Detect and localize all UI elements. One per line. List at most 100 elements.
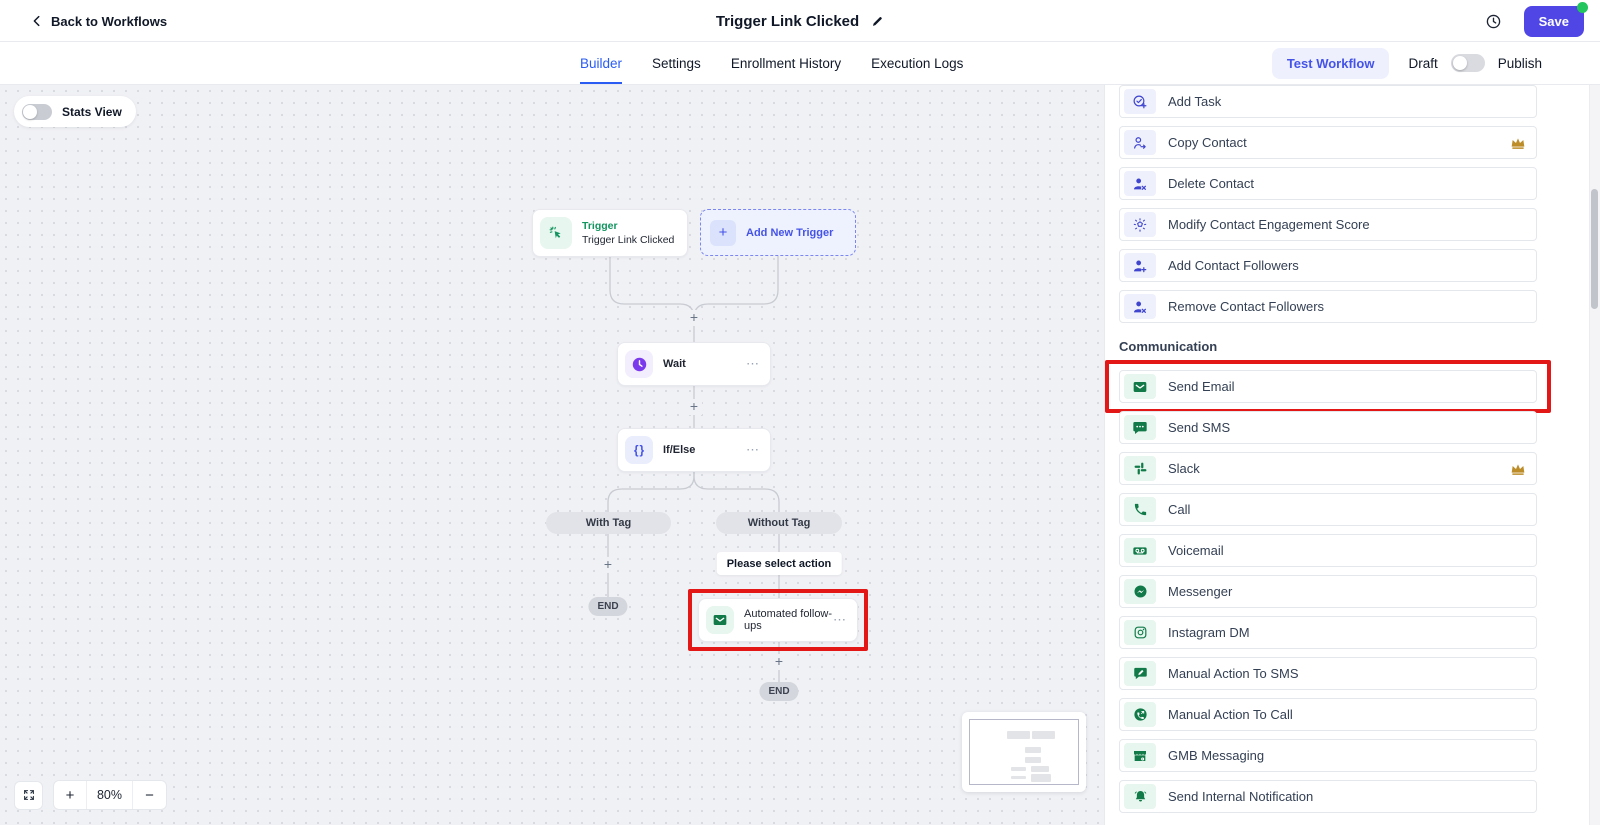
page-title: Trigger Link Clicked (715, 12, 860, 30)
if-else-node[interactable]: { } If/Else ⋯ (617, 428, 771, 472)
trigger-node[interactable]: Trigger Trigger Link Clicked (532, 209, 688, 257)
actions-sidebar: Add Task Copy Contact Delete Contact Mod… (1104, 85, 1600, 825)
scrollbar-thumb[interactable] (1591, 189, 1598, 309)
action-send-email[interactable]: Send Email (1119, 370, 1537, 403)
plus-icon: + (710, 219, 736, 246)
unsaved-status-dot (1577, 1, 1588, 13)
braces-icon: { } (625, 436, 653, 464)
connector-lines (607, 256, 780, 683)
section-title-communication: Communication (1119, 339, 1218, 354)
add-follower-icon (1124, 253, 1156, 278)
add-new-trigger-label: Add New Trigger (746, 226, 834, 239)
engagement-score-icon (1124, 212, 1156, 237)
minimap-viewport (969, 719, 1079, 785)
draft-label: Draft (1408, 55, 1438, 71)
tab-enrollment-history[interactable]: Enrollment History (730, 55, 842, 71)
mail-icon (706, 606, 734, 634)
trigger-title: Trigger Link Clicked (582, 234, 675, 246)
save-button[interactable]: Save (1523, 1, 1588, 37)
tab-bar: Builder Settings Enrollment History Exec… (580, 42, 963, 84)
sms-bubble-icon (1124, 415, 1156, 440)
highlight-box-send-email: Send Email (1105, 360, 1551, 413)
action-gmb-messaging[interactable]: GMB Messaging (1119, 739, 1537, 772)
more-options-icon[interactable]: ⋯ (833, 612, 847, 627)
action-slack[interactable]: Slack (1119, 452, 1537, 485)
end-badge: END (759, 682, 799, 701)
action-manual-sms[interactable]: Manual Action To SMS (1119, 657, 1537, 690)
branch-without-tag[interactable]: Without Tag (716, 512, 842, 534)
copy-contact-icon (1124, 130, 1156, 155)
fit-view-button[interactable] (14, 780, 43, 810)
sidebar-scrollbar[interactable] (1589, 85, 1600, 825)
storefront-icon (1124, 743, 1156, 768)
minimap[interactable] (962, 712, 1086, 792)
publish-toggle[interactable] (1450, 54, 1485, 72)
remove-follower-icon (1124, 294, 1156, 319)
workflow-canvas[interactable]: Stats View Trigger Trigger Link Clicked … (0, 85, 1104, 825)
action-messenger[interactable]: Messenger (1119, 575, 1537, 608)
delete-contact-icon (1124, 171, 1156, 196)
back-to-workflows-button[interactable]: Back to Workflows (30, 0, 167, 42)
mail-icon (1124, 374, 1156, 399)
add-step-button[interactable]: + (686, 310, 702, 326)
action-add-contact-followers[interactable]: Add Contact Followers (1119, 249, 1537, 282)
zoom-level: 80% (87, 781, 133, 809)
action-remove-contact-followers[interactable]: Remove Contact Followers (1119, 290, 1537, 323)
premium-crown-icon (1510, 136, 1526, 150)
tab-execution-logs[interactable]: Execution Logs (871, 55, 964, 71)
back-label: Back to Workflows (51, 13, 168, 29)
action-add-task[interactable]: Add Task (1119, 85, 1537, 118)
sub-header: Builder Settings Enrollment History Exec… (0, 42, 1600, 85)
bell-icon (1124, 784, 1156, 809)
expand-icon (22, 788, 36, 802)
branch-with-tag[interactable]: With Tag (546, 512, 671, 534)
if-else-node-label: If/Else (663, 444, 696, 456)
trigger-badge: Trigger (582, 219, 618, 232)
stats-view-label: Stats View (62, 104, 122, 119)
action-instagram-dm[interactable]: Instagram DM (1119, 616, 1537, 649)
end-badge: END (588, 597, 628, 616)
more-options-icon[interactable]: ⋯ (746, 356, 760, 371)
slack-icon (1124, 456, 1156, 481)
clock-icon (625, 350, 653, 378)
add-step-button[interactable]: + (771, 654, 787, 670)
manual-sms-icon (1124, 661, 1156, 686)
automated-followups-node[interactable]: Automated follow-ups ⋯ (698, 598, 858, 642)
tab-builder[interactable]: Builder (580, 42, 623, 84)
task-check-plus-icon (1124, 89, 1156, 114)
publish-label: Publish (1497, 55, 1542, 71)
phone-icon (1124, 497, 1156, 522)
action-voicemail[interactable]: Voicemail (1119, 534, 1537, 567)
action-call[interactable]: Call (1119, 493, 1537, 526)
history-clock-icon[interactable] (1485, 13, 1502, 30)
zoom-out-button[interactable]: − (145, 786, 154, 804)
chevron-left-icon (30, 14, 44, 28)
premium-crown-icon (1510, 462, 1526, 476)
add-new-trigger-button[interactable]: + Add New Trigger (700, 209, 856, 256)
action-copy-contact[interactable]: Copy Contact (1119, 126, 1537, 159)
stats-view-toggle[interactable] (22, 103, 52, 120)
wait-node[interactable]: Wait ⋯ (617, 342, 771, 386)
instagram-icon (1124, 620, 1156, 645)
action-send-internal-notification[interactable]: Send Internal Notification (1119, 780, 1537, 813)
top-bar: Back to Workflows Trigger Link Clicked S… (0, 0, 1600, 42)
edit-pencil-icon[interactable] (871, 15, 884, 28)
action-manual-call[interactable]: Manual Action To Call (1119, 698, 1537, 731)
test-workflow-button[interactable]: Test Workflow (1271, 47, 1390, 79)
manual-call-icon (1124, 702, 1156, 727)
stats-view-toggle-pill: Stats View (14, 96, 136, 127)
messenger-icon (1124, 579, 1156, 604)
more-options-icon[interactable]: ⋯ (746, 442, 760, 457)
select-action-prompt: Please select action (716, 552, 842, 575)
action-modify-engagement-score[interactable]: Modify Contact Engagement Score (1119, 208, 1537, 241)
add-step-button[interactable]: + (686, 399, 702, 415)
cursor-click-icon (540, 217, 572, 249)
tab-settings[interactable]: Settings (652, 55, 701, 71)
add-step-button[interactable]: + (600, 557, 616, 573)
action-send-sms[interactable]: Send SMS (1119, 411, 1537, 444)
voicemail-icon (1124, 538, 1156, 563)
zoom-in-button[interactable]: + (54, 781, 87, 809)
wait-node-label: Wait (663, 358, 686, 370)
automated-followups-label: Automated follow-ups (744, 608, 833, 632)
action-delete-contact[interactable]: Delete Contact (1119, 167, 1537, 200)
